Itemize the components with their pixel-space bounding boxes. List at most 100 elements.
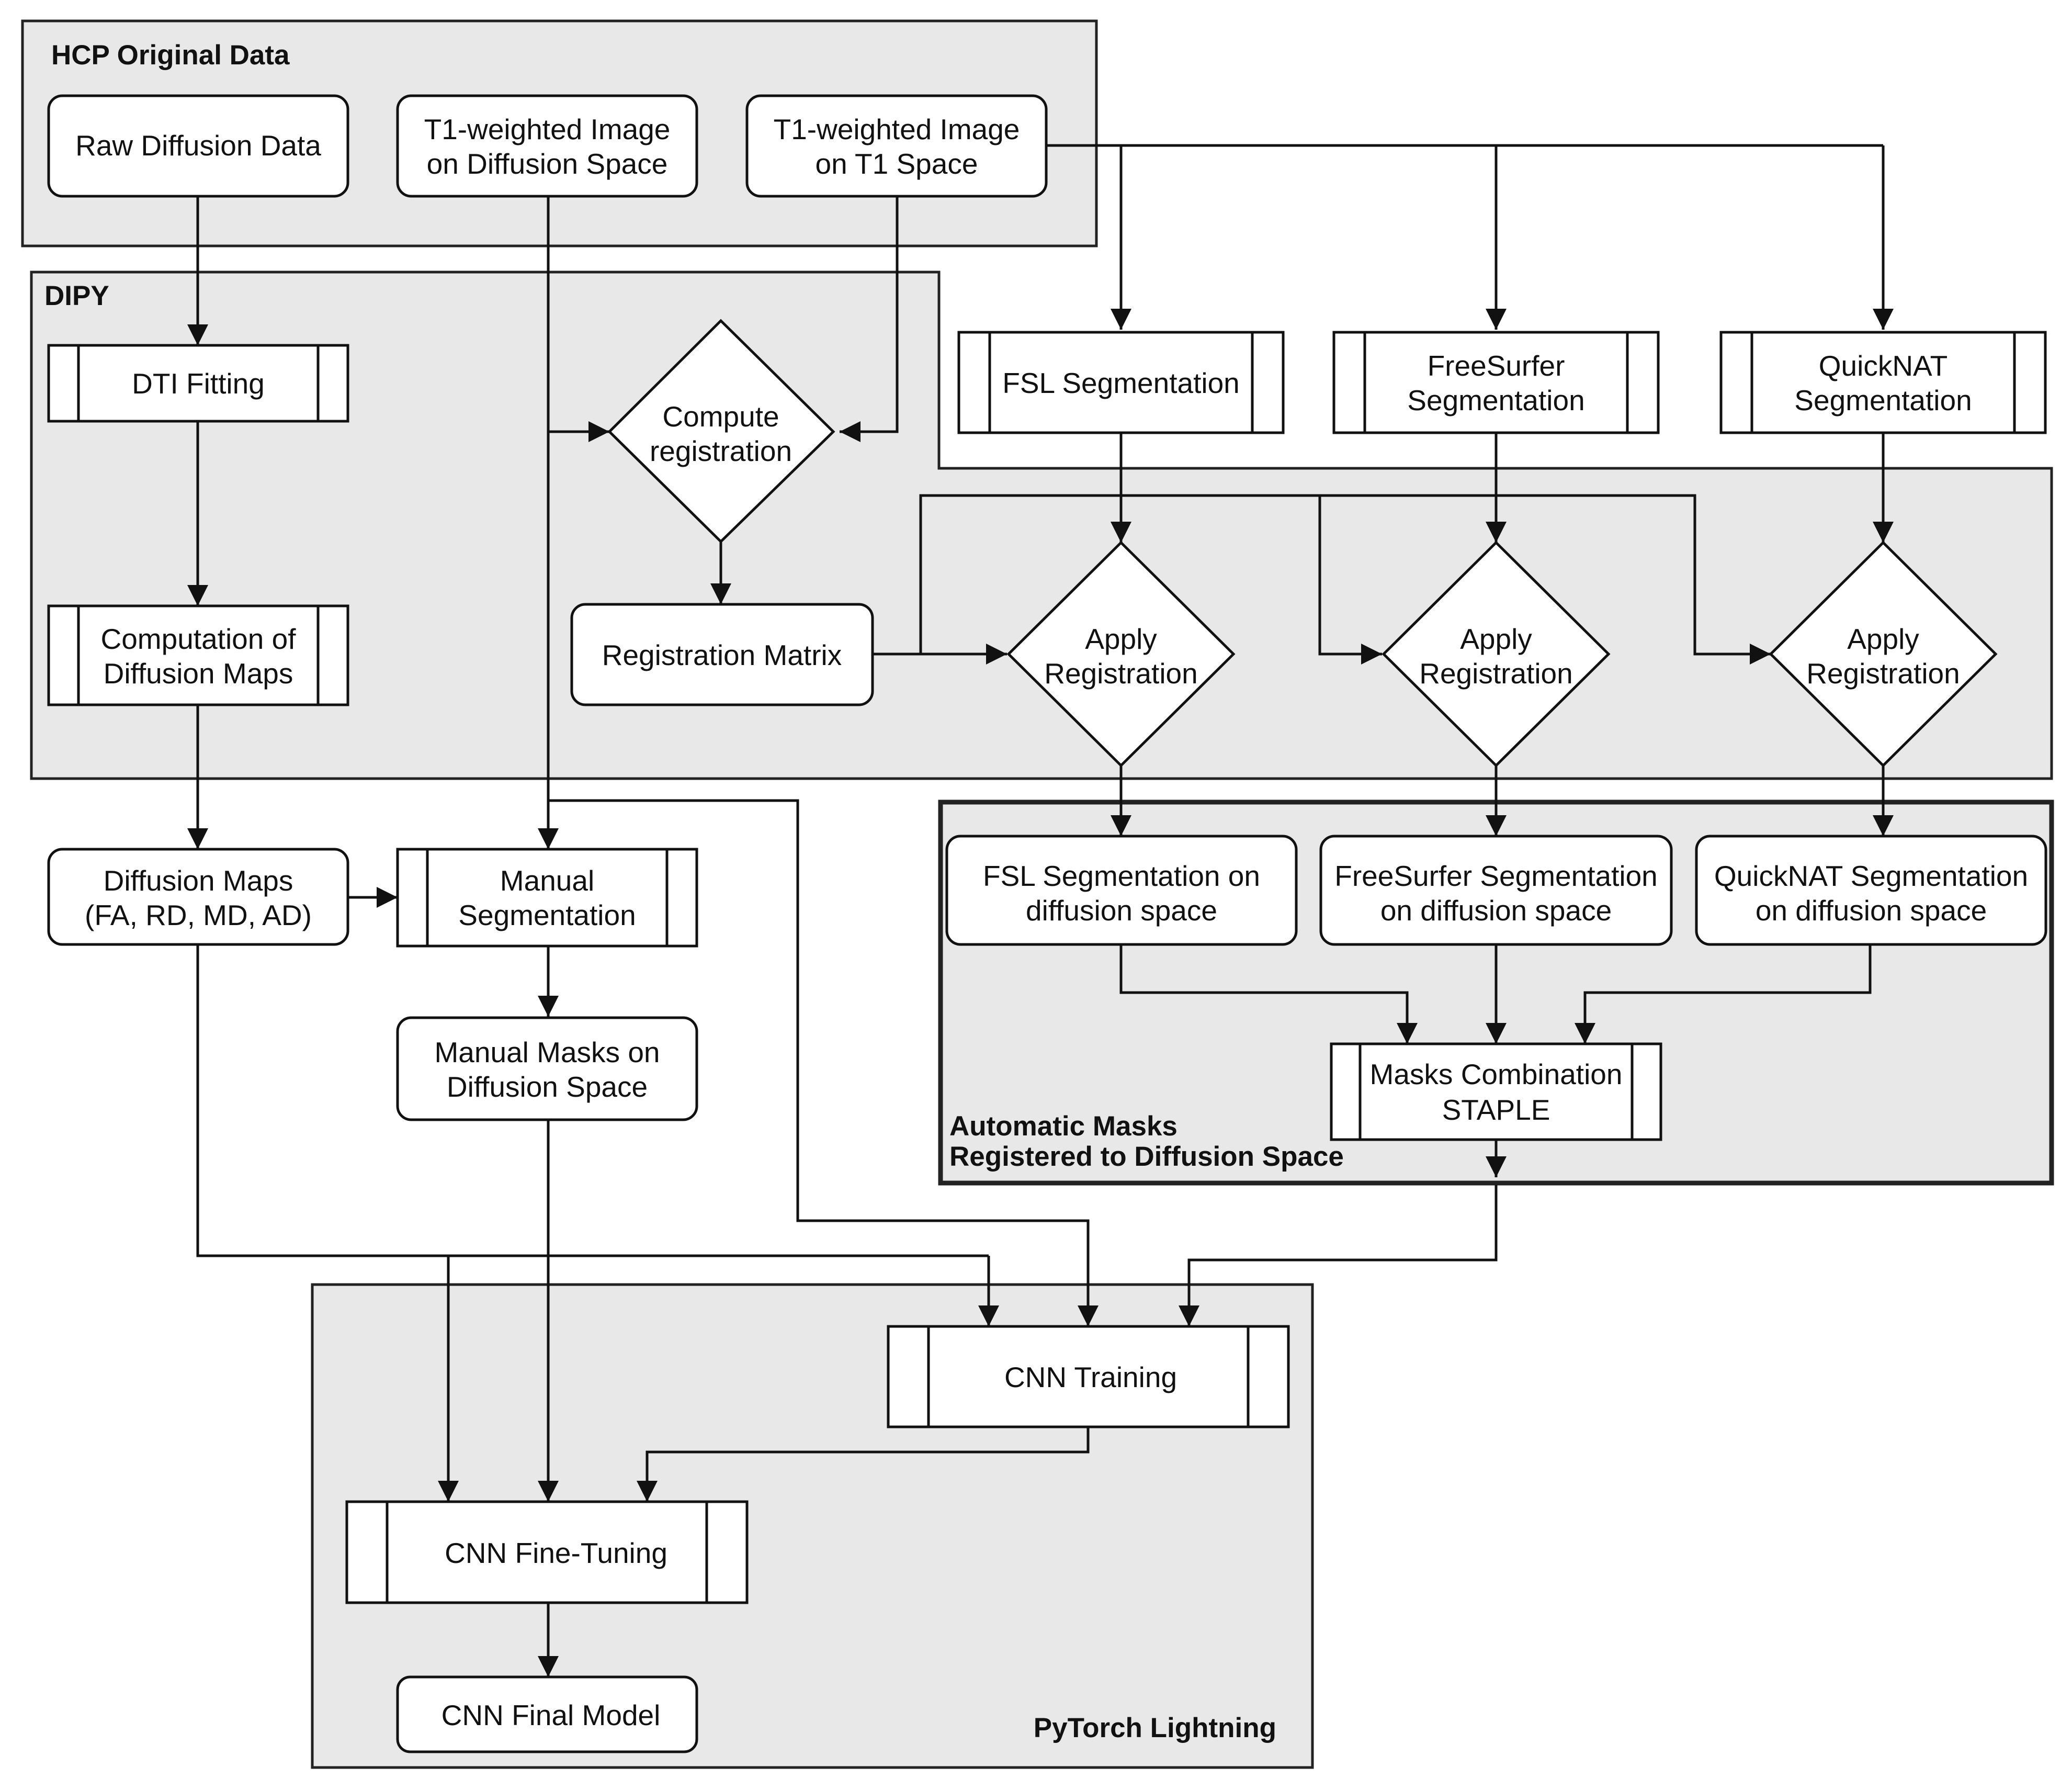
node-label: on Diffusion Space [427,148,668,180]
node-apply-registration-freesurfer: Apply Registration [1382,541,1611,768]
group-title-pytorch: PyTorch Lightning [1034,1713,1276,1743]
node-freesurfer-diffusion-space: FreeSurfer Segmentation on diffusion spa… [1319,835,1673,946]
node-label: FreeSurfer [1428,350,1565,382]
arrowhead [1078,1305,1099,1326]
arrowhead [1486,815,1507,836]
node-manual-masks: Manual Masks on Diffusion Space [396,1016,698,1121]
node-label: on T1 Space [816,148,978,180]
arrowhead [1873,522,1894,543]
node-label: Compute [662,400,779,433]
arrowhead [840,421,860,442]
node-fsl-diffusion-space: FSL Segmentation on diffusion space [945,835,1298,946]
node-t1-diffusion-space: T1-weighted Image on Diffusion Space [396,94,698,198]
node-label: Computation of [101,623,297,655]
node-compute-registration: Compute registration [607,319,835,544]
node-label: CNN Final Model [441,1699,661,1731]
node-label: Manual [500,864,594,897]
edge-training-to-finetune [646,1427,1090,1502]
node-label: Apply [1847,623,1919,655]
arrowhead [1575,1023,1595,1044]
node-freesurfer-segmentation: FreeSurfer Segmentation [1332,331,1660,434]
node-apply-registration-fsl: Apply Registration [1006,541,1236,768]
node-cnn-fine-tuning: CNN Fine-Tuning [345,1500,749,1604]
node-label: Apply [1460,623,1532,655]
arrowhead [187,585,208,606]
node-label: FSL Segmentation on [983,860,1260,892]
node-label: T1-weighted Image [774,113,1020,145]
node-label: Segmentation [458,899,636,931]
node-label: FSL Segmentation [1002,367,1240,399]
node-label: Diffusion Space [447,1071,648,1103]
node-label: Manual Masks on [434,1036,660,1068]
node-computation-diffusion-maps: Computation of Diffusion Maps [47,604,349,706]
node-registration-matrix: Registration Matrix [570,603,874,706]
connectors [187,144,1894,1677]
node-label: registration [650,435,792,467]
node-dti-fitting: DTI Fitting [47,344,349,423]
node-apply-registration-quicknat: Apply Registration [1769,541,1998,768]
node-label: QuickNAT Segmentation [1714,860,2028,892]
node-manual-segmentation: Manual Segmentation [396,848,698,948]
arrowhead [637,1481,658,1502]
node-label: FreeSurfer Segmentation [1334,860,1658,892]
arrowhead [1179,1305,1199,1326]
node-label: Registration [1044,657,1197,690]
node-label: (FA, RD, MD, AD) [85,899,312,931]
arrowhead [1486,1156,1507,1177]
node-diffusion-maps: Diffusion Maps (FA, RD, MD, AD) [47,848,349,946]
node-label: Registration [1419,657,1572,690]
node-label: Masks Combination [1370,1058,1623,1090]
node-t1-t1-space: T1-weighted Image on T1 Space [745,94,1048,198]
node-label: Segmentation [1407,384,1584,416]
arrowhead [187,324,208,345]
arrowhead [438,1481,459,1502]
node-label: STAPLE [1442,1094,1550,1126]
arrowhead [1111,522,1131,543]
group-title-automatic-line1: Automatic Masks [949,1111,1177,1142]
node-label: Registration Matrix [602,639,842,671]
edge-matrix-branch [919,494,1771,656]
edge-qn-diff-to-staple [1583,944,1872,1044]
arrowhead [1486,522,1507,543]
arrowhead [710,583,731,604]
edge-maps-down [196,944,989,1257]
node-label: CNN Fine-Tuning [445,1537,667,1569]
node-label: CNN Training [1004,1361,1177,1393]
node-label: QuickNAT [1819,350,1948,382]
node-raw-diffusion-data: Raw Diffusion Data [47,94,349,198]
arrowhead [1486,309,1507,330]
node-label: DTI Fitting [132,367,265,400]
node-label: Apply [1085,623,1157,655]
arrowhead [538,1481,559,1502]
group-title-hcp: HCP Original Data [51,40,290,71]
arrowhead [1361,644,1382,665]
node-cnn-final-model: CNN Final Model [396,1675,698,1753]
arrowhead [1873,309,1894,330]
node-label: Diffusion Maps [104,657,293,690]
node-label: Diffusion Maps [104,864,293,897]
arrowhead [377,887,398,908]
arrowhead [538,996,559,1017]
arrowhead [1111,309,1131,330]
node-label: on diffusion space [1756,894,1987,927]
arrowhead [588,421,609,442]
arrowhead [1750,644,1771,665]
arrowhead [978,1305,999,1326]
arrowhead [538,1656,559,1677]
edge-fsl-diff-to-staple [1119,944,1409,1044]
arrowhead [538,828,559,849]
arrowhead [1397,1023,1418,1044]
arrowhead [1873,815,1894,836]
edge-t1diff-to-training [548,799,1090,1326]
group-title-automatic-line2: Registered to Diffusion Space [949,1141,1344,1172]
node-fsl-segmentation: FSL Segmentation [957,331,1285,434]
node-label: T1-weighted Image [424,113,671,145]
node-label: Segmentation [1794,384,1972,416]
node-label: on diffusion space [1380,894,1612,927]
arrowhead [986,644,1007,665]
node-label: diffusion space [1026,894,1217,927]
arrowhead [187,828,208,849]
group-title-dipy: DIPY [44,280,109,311]
node-masks-combination-staple: Masks Combination STAPLE [1330,1042,1662,1141]
